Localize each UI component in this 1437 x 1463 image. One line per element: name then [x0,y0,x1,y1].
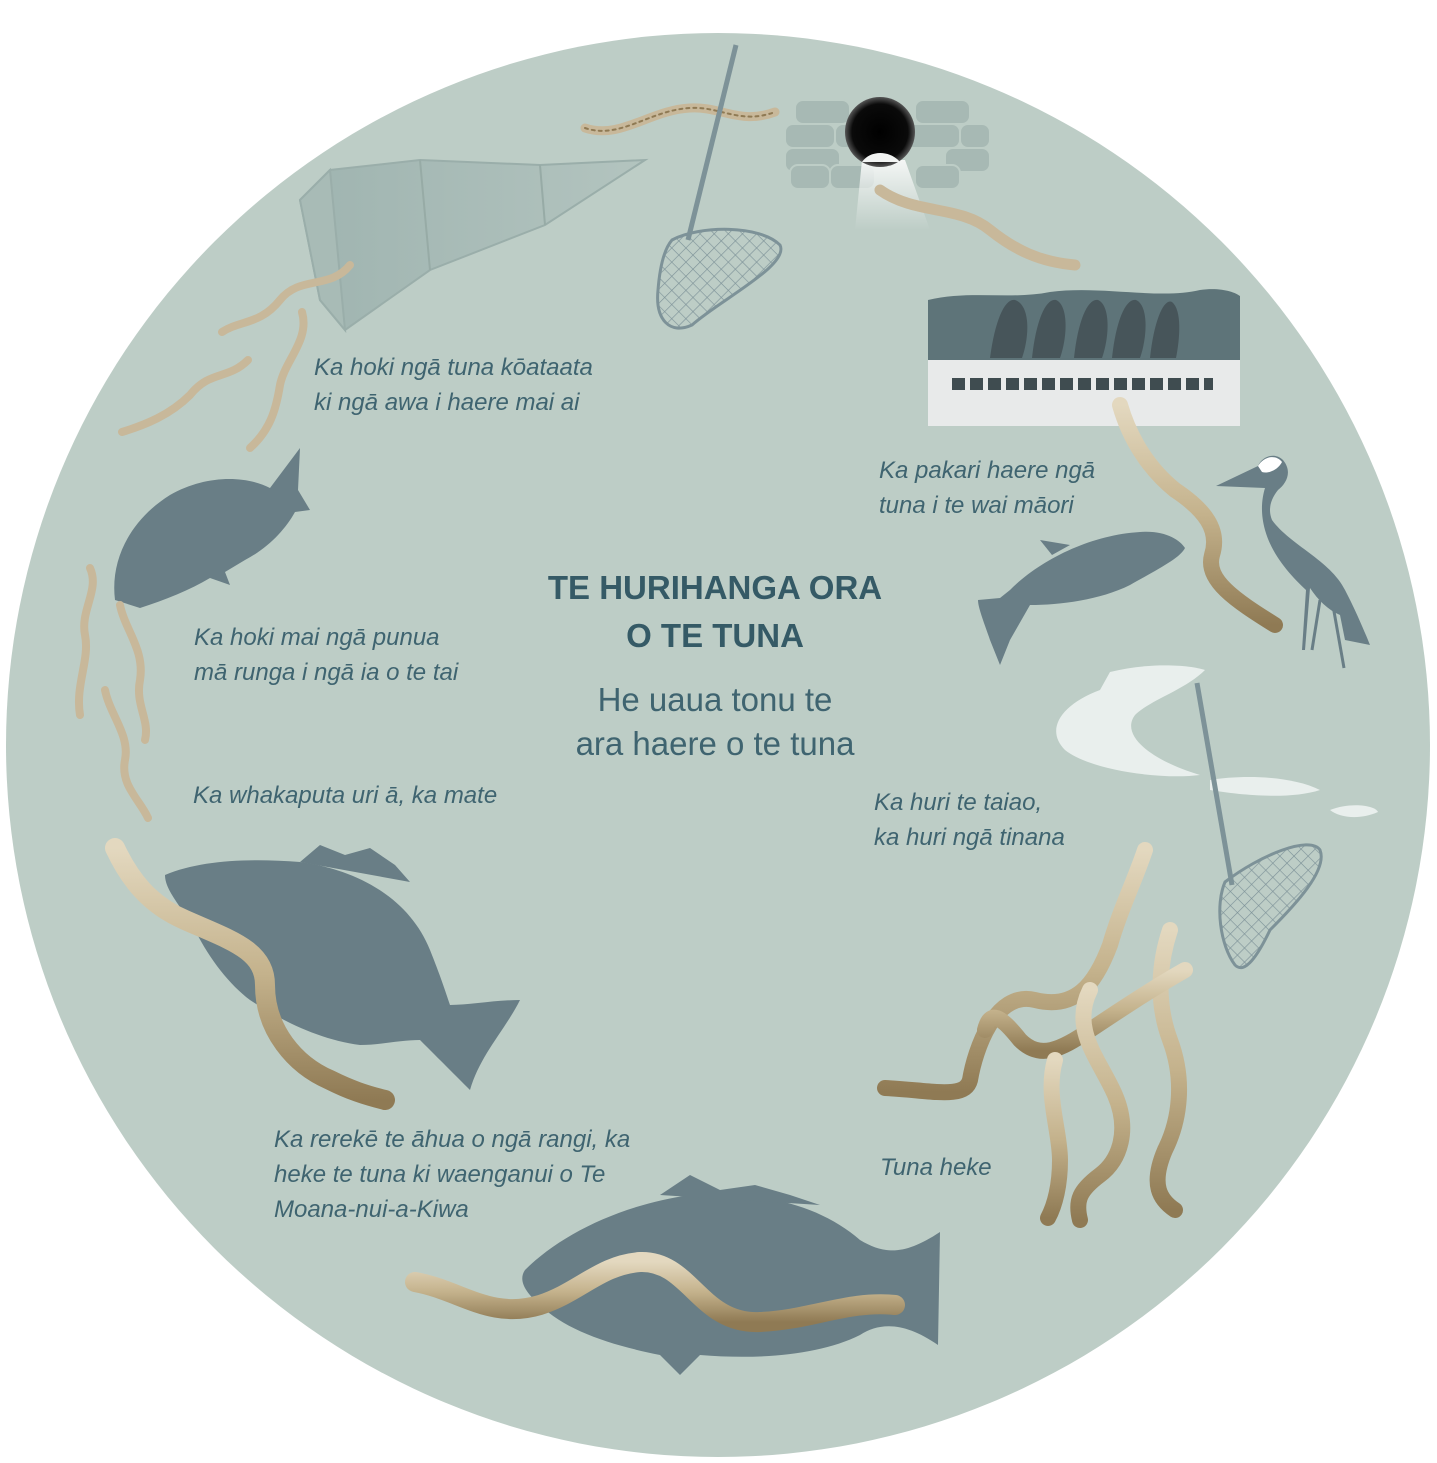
diagram-title: TE HURIHANGA ORA O TE TUNA [470,564,960,660]
dam-weir [928,289,1240,426]
stage-label-larvae-return: Ka hoki mai ngā punua mā runga i ngā ia … [194,620,458,690]
stage-label-spawn-die: Ka whakaputa uri ā, ka mate [193,778,497,813]
stage-label-body-changes: Ka huri te taiao, ka huri ngā tinana [874,785,1065,855]
stage-label-migrating-eels: Tuna heke [880,1150,992,1185]
stage-label-migrate-pacific: Ka rerekē te āhua o ngā rangi, ka heke t… [274,1122,630,1227]
stage-label-glass-eels-return: Ka hoki ngā tuna kōataata ki ngā awa i h… [314,350,593,420]
diagram-subtitle: He uaua tonu te ara haere o te tuna [470,678,960,766]
stage-label-grow-freshwater: Ka pakari haere ngā tuna i te wai māori [879,453,1095,523]
